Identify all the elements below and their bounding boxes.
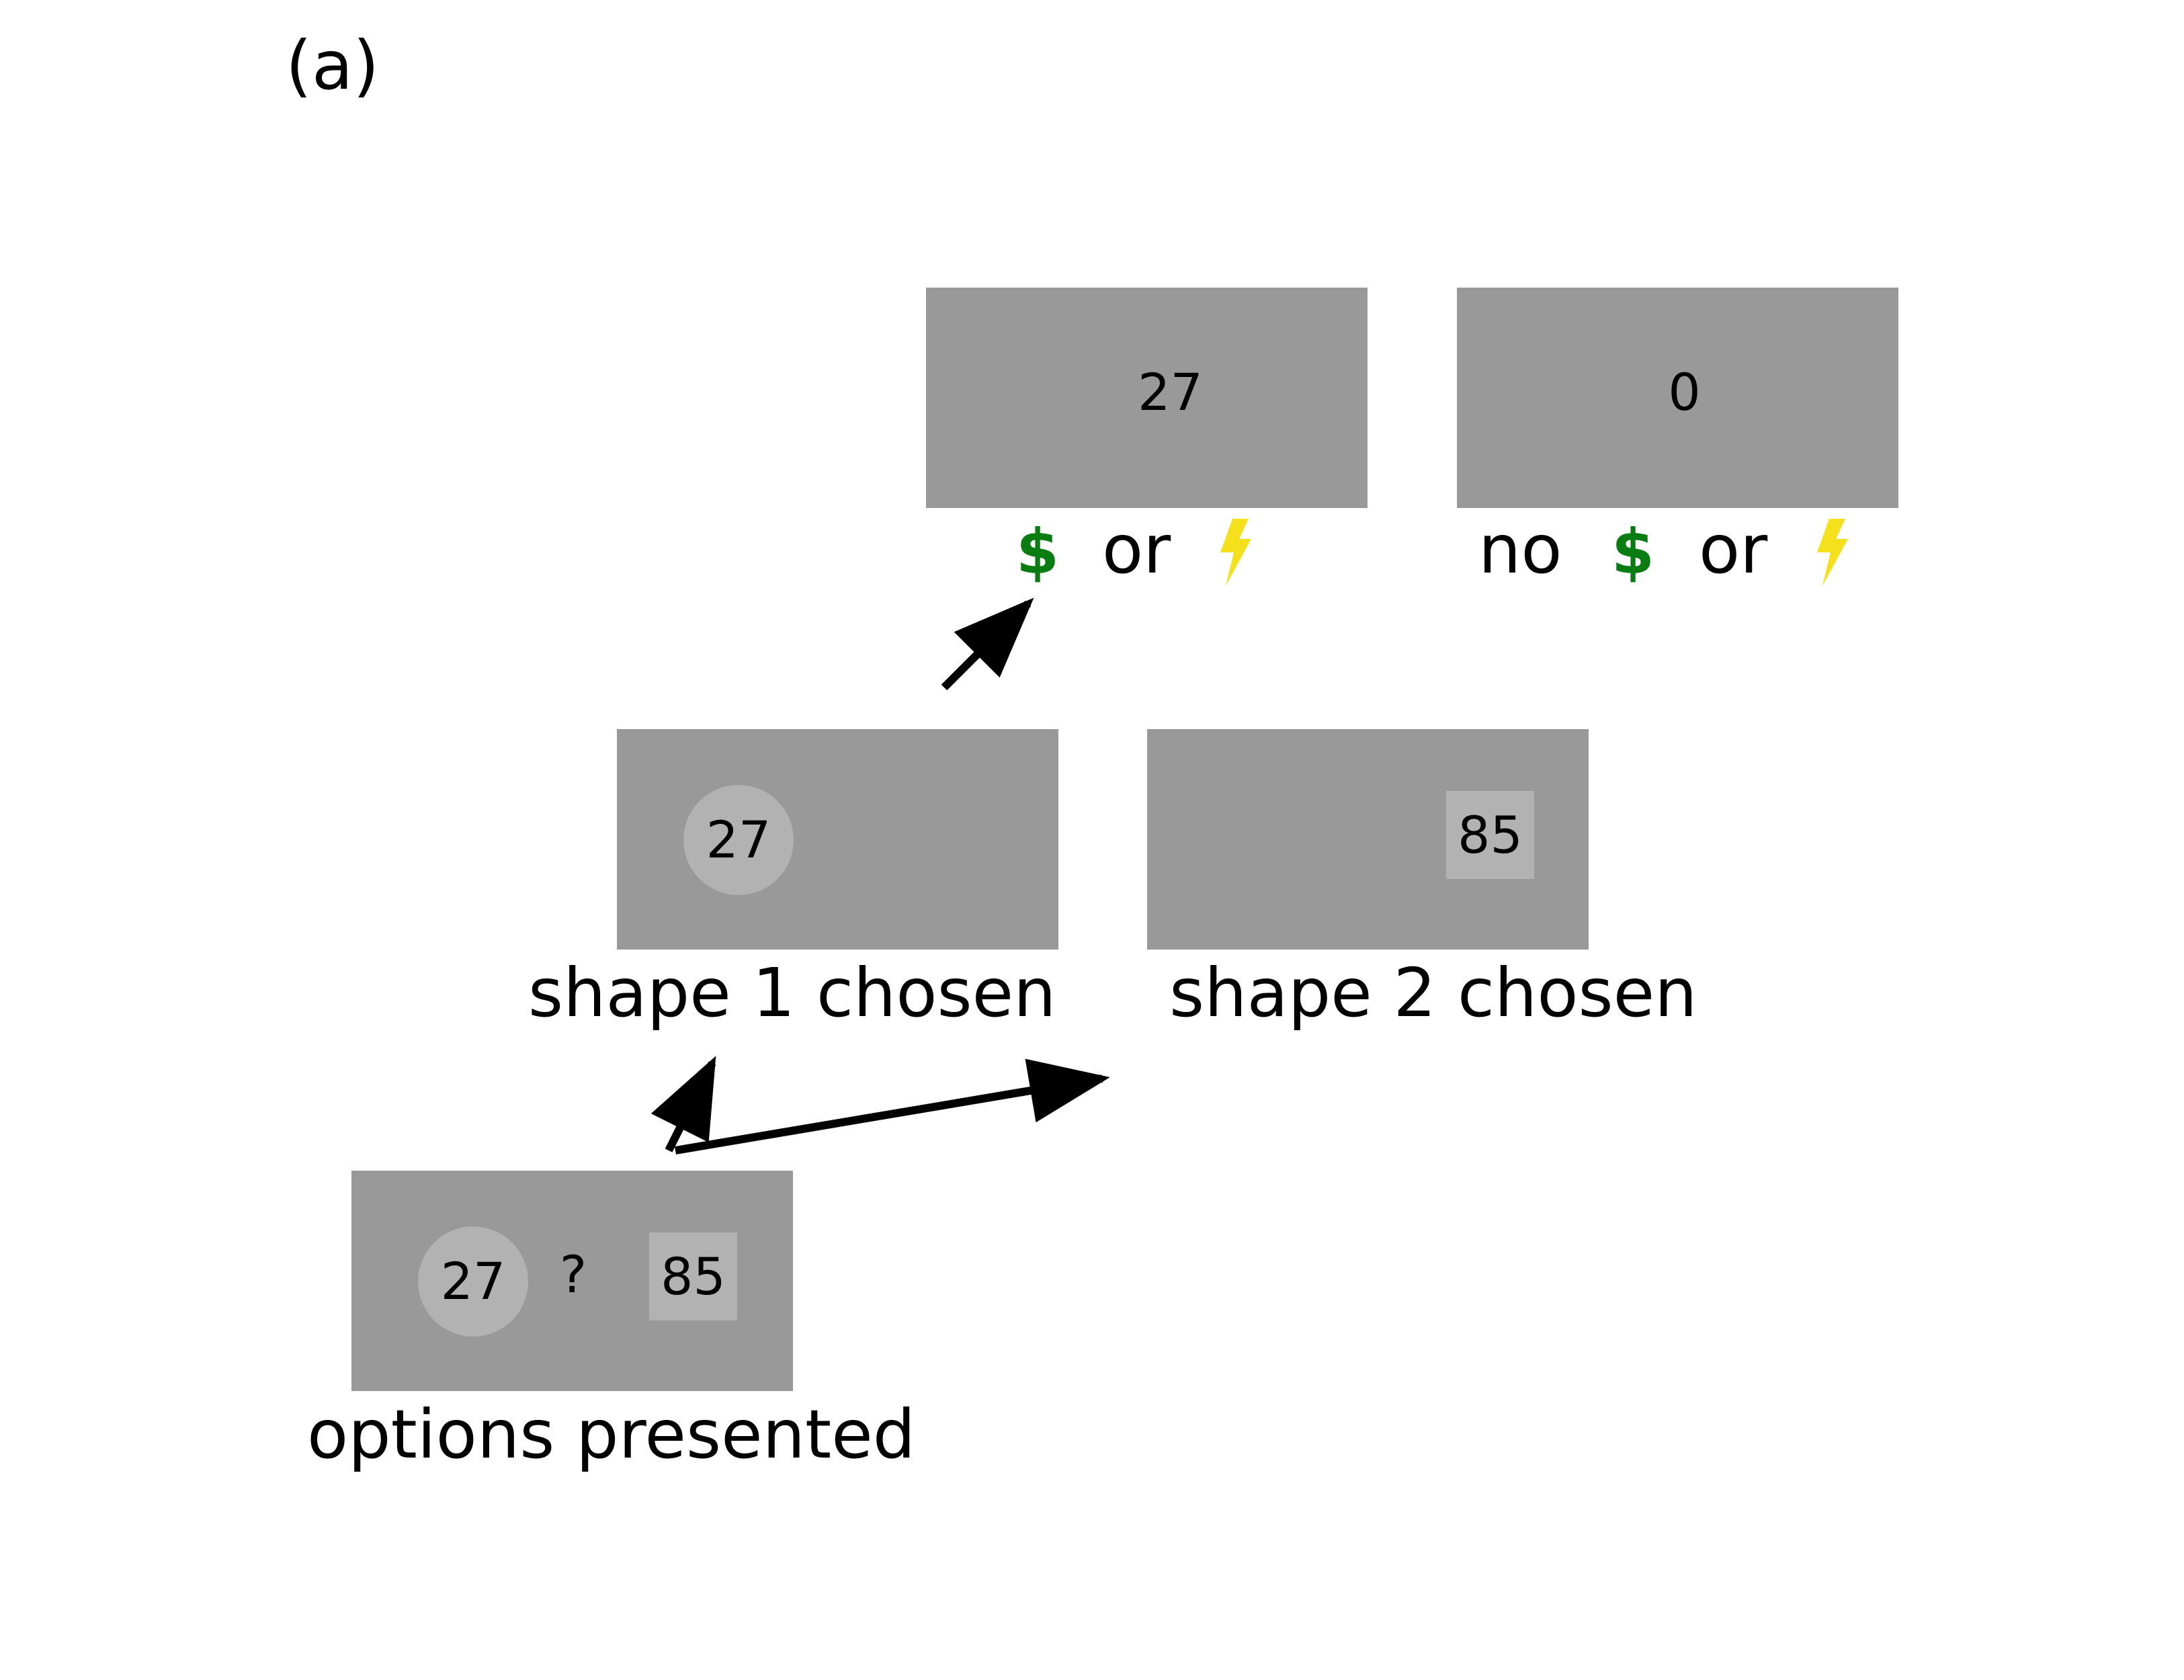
shape1-chosen-label: shape 1 chosen	[528, 954, 1056, 1032]
lightning-bolt-icon	[1817, 519, 1848, 586]
panel-label: (a)	[286, 26, 380, 105]
arrow-to-shape2	[675, 1058, 1110, 1154]
shape1-chosen-screen: 27	[617, 729, 1058, 950]
outcome-reward-value: 27	[1138, 362, 1203, 422]
dollar-icon: $	[1016, 516, 1060, 588]
square-shape: 85	[649, 1232, 737, 1320]
arrow-to-shape1	[650, 1056, 716, 1152]
dollar-icon: $	[1611, 516, 1655, 588]
question-mark: ?	[559, 1245, 587, 1304]
outcome-reward-screen: 27	[926, 288, 1368, 508]
options-presented-screen: 27 ? 85	[351, 1171, 793, 1391]
circle-shape: 27	[683, 785, 794, 895]
shape2-chosen-label: shape 2 chosen	[1169, 954, 1697, 1032]
square-shape: 85	[1446, 791, 1534, 879]
arrow-to-outcome	[941, 597, 1034, 691]
outcome-none-screen: 0	[1457, 288, 1898, 508]
options-presented-label: options presented	[307, 1395, 916, 1474]
outcome-reward-or: or	[1102, 510, 1171, 589]
circle-shape: 27	[418, 1226, 528, 1337]
shape2-chosen-screen: 85	[1147, 729, 1589, 950]
outcome-none-or: or	[1699, 510, 1768, 589]
outcome-none-no: no	[1478, 510, 1562, 589]
lightning-bolt-icon	[1220, 519, 1251, 586]
outcome-none-value: 0	[1668, 362, 1701, 422]
